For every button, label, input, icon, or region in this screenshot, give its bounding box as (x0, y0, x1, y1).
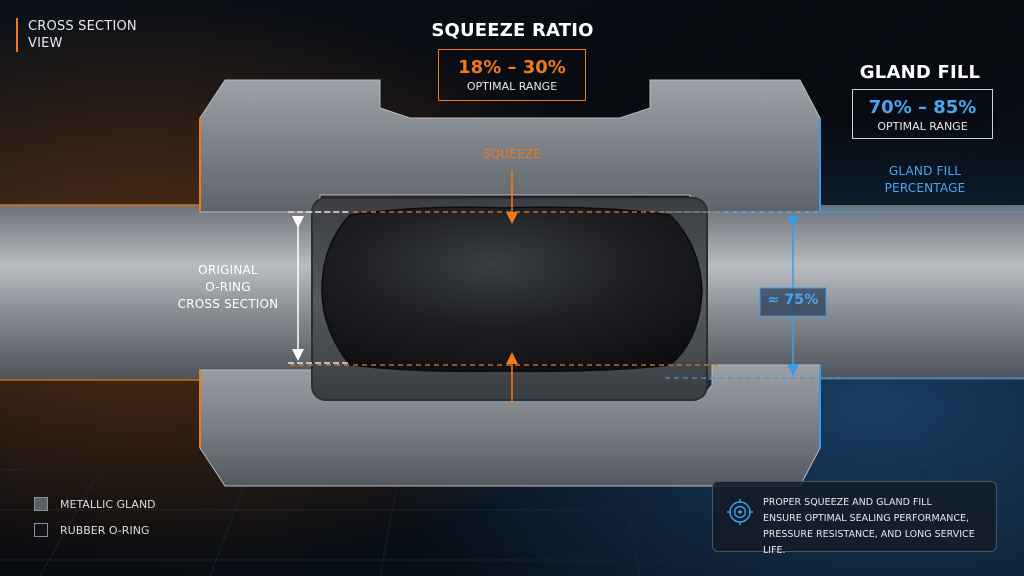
squeeze-ratio-title: SQUEEZE RATIO (431, 20, 594, 41)
legend-item-rubber-o-ring: RUBBER O-RING (34, 523, 149, 537)
gland-fill-pct-line-2: PERCENTAGE (884, 181, 966, 195)
fill-value-box (759, 287, 827, 317)
info-line-1: PROPER SQUEEZE AND GLAND FILL (763, 497, 932, 508)
squeeze-ratio-range: 18% – 30% (458, 57, 566, 78)
gland-fill-pct-line-1: GLAND FILL (888, 164, 962, 178)
original-cross-section-label: ORIGINAL O-RING CROSS SECTION (168, 262, 288, 313)
legend-label-metallic: METALLIC GLAND (60, 497, 156, 511)
squeeze-ratio-sub: OPTIMAL RANGE (466, 80, 558, 93)
fill-value-label: ≈ 75% (767, 292, 819, 308)
corner-title-line-1: CROSS SECTION (28, 19, 137, 34)
gland-fill-box: 70% – 85% OPTIMAL RANGE (852, 89, 993, 139)
squeeze-ratio-box: 18% – 30% OPTIMAL RANGE (438, 49, 586, 101)
gland-fill-sub: OPTIMAL RANGE (877, 120, 968, 133)
original-line-3: CROSS SECTION (177, 297, 279, 311)
original-line-2: O-RING (205, 280, 251, 294)
squeeze-label: SQUEEZE (482, 147, 542, 161)
corner-title: CROSS SECTION VIEW (16, 18, 137, 52)
gland-fill-percentage-label: GLAND FILL PERCENTAGE (860, 163, 990, 197)
target-icon (727, 499, 753, 525)
info-card: PROPER SQUEEZE AND GLAND FILL ENSURE OPT… (712, 481, 997, 556)
corner-title-line-2: VIEW (28, 36, 63, 51)
metallic-gland-swatch (34, 497, 48, 511)
info-text: PROPER SQUEEZE AND GLAND FILL ENSURE OPT… (763, 495, 996, 559)
info-line-2: ENSURE OPTIMAL SEALING PERFORMANCE, (763, 513, 969, 524)
rubber-o-ring (321, 206, 703, 373)
original-line-1: ORIGINAL (198, 263, 258, 277)
info-line-3: PRESSURE RESISTANCE, AND LONG SERVICE LI… (763, 529, 975, 556)
gland-fill-title: GLAND FILL (859, 62, 981, 83)
gland-fill-range: 70% – 85% (868, 97, 977, 118)
legend-label-rubber: RUBBER O-RING (60, 523, 150, 537)
rubber-o-ring-swatch (34, 523, 48, 537)
legend-item-metallic-gland: METALLIC GLAND (34, 497, 156, 511)
